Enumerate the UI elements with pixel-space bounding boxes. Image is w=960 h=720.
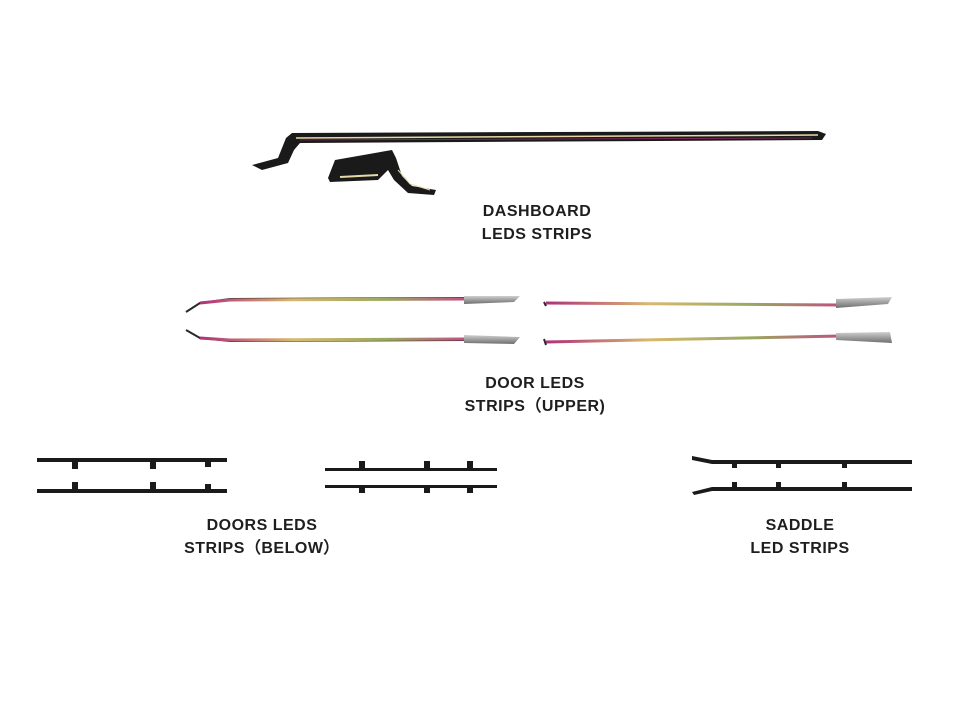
door-upper-strip-bottom-right [543, 332, 892, 346]
dashboard-label-line1: DASHBOARD [482, 203, 592, 220]
door-below-strip-mid-top [325, 461, 497, 471]
saddle-label-line1: SADDLE [765, 517, 835, 534]
saddle-led-strip-bottom [692, 482, 912, 495]
dashboard-led-strips-label: DASHBOARD LEDS STRIPS [437, 200, 637, 246]
saddle-led-strip-top [692, 456, 912, 468]
dashboard-label-line2: LEDS STRIPS [481, 226, 593, 243]
door-upper-label-line2: STRIPS（UPPER) [464, 398, 606, 415]
door-upper-strip-top-left [185, 296, 520, 313]
door-below-strip-left-top [37, 458, 227, 469]
door-upper-strip-top-right [543, 297, 892, 308]
door-upper-label-line1: DOOR LEDS [485, 375, 585, 392]
doors-below-led-strips-label: DOORS LEDS STRIPS（BELOW） [140, 514, 384, 560]
door-upper-strip-bottom-left [185, 329, 520, 344]
door-upper-led-strips-label: DOOR LEDS STRIPS（UPPER) [415, 372, 655, 418]
dashboard-led-strip-main [252, 131, 826, 170]
saddle-label-line2: LED STRIPS [750, 540, 850, 557]
door-below-strip-mid-bottom [325, 485, 497, 493]
saddle-led-strips-label: SADDLE LED STRIPS [700, 514, 900, 560]
dashboard-led-strip-secondary [328, 150, 436, 195]
doors-below-label-line1: DOORS LEDS [206, 517, 318, 534]
door-below-strip-left-bottom [37, 482, 227, 493]
doors-below-label-line2: STRIPS（BELOW） [184, 540, 340, 557]
